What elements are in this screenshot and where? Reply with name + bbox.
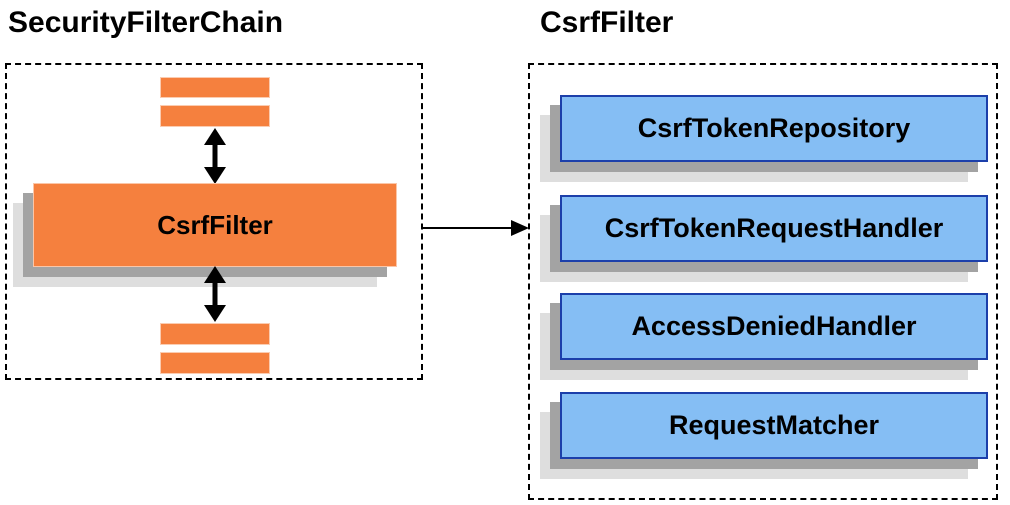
csrf-filter-panel [528,63,998,500]
up-down-arrow-icon [204,128,226,184]
component-box-csrf-token-request-handler: CsrfTokenRequestHandler [560,195,988,262]
component-box-access-denied-handler: AccessDeniedHandler [560,293,988,360]
component-box-csrf-token-repository: CsrfTokenRepository [560,95,988,162]
filter-placeholder-bar [160,323,270,345]
up-down-arrow-icon [204,266,226,322]
filter-placeholder-bar [160,77,270,98]
right-arrow-icon [423,220,529,236]
component-label: CsrfTokenRepository [637,113,911,143]
security-filter-chain-title: SecurityFilterChain [8,6,284,39]
component-label: RequestMatcher [668,410,880,440]
component-box-request-matcher: RequestMatcher [560,392,988,459]
component-label: CsrfTokenRequestHandler [604,213,944,243]
csrf-filter-title: CsrfFilter [540,6,674,39]
csrf-filter-box: CsrfFilter [33,183,397,267]
csrf-filter-box-label: CsrfFilter [157,209,273,240]
component-label: AccessDeniedHandler [631,311,917,341]
filter-placeholder-bar [160,105,270,127]
security-filter-chain-panel [5,63,423,380]
filter-placeholder-bar [160,352,270,374]
